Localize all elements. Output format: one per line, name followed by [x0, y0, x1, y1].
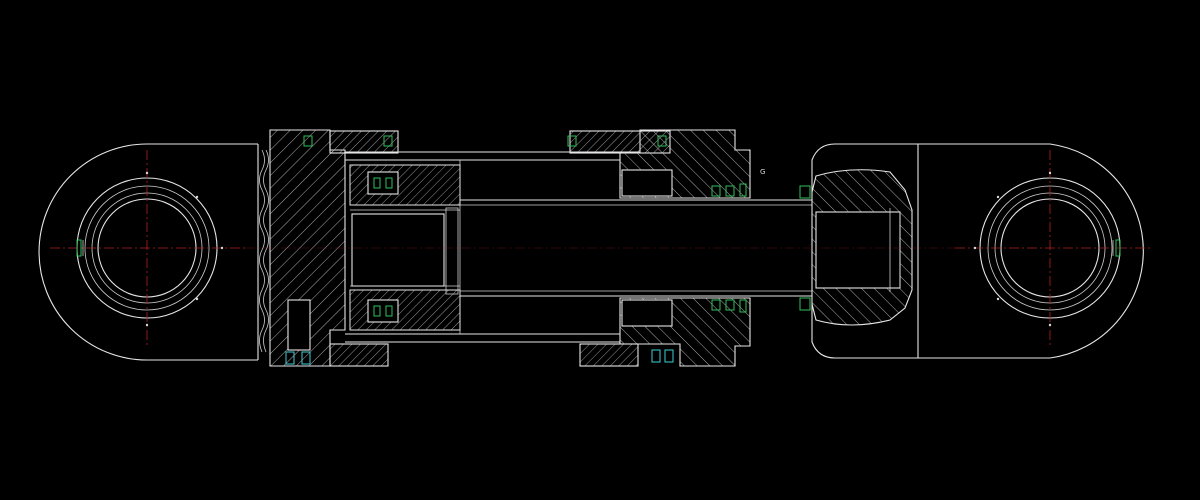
- rear-weld-zone: [257, 144, 269, 360]
- annotation-label: G: [760, 168, 765, 176]
- front-gland: G: [619, 129, 765, 367]
- rear-end-cap: [269, 129, 346, 367]
- right-rod-eye: [811, 143, 1150, 359]
- piston-rod: [460, 199, 812, 297]
- left-clevis-eye: [38, 143, 258, 361]
- rod-wiper: [799, 185, 811, 311]
- piston-assembly: [349, 164, 461, 331]
